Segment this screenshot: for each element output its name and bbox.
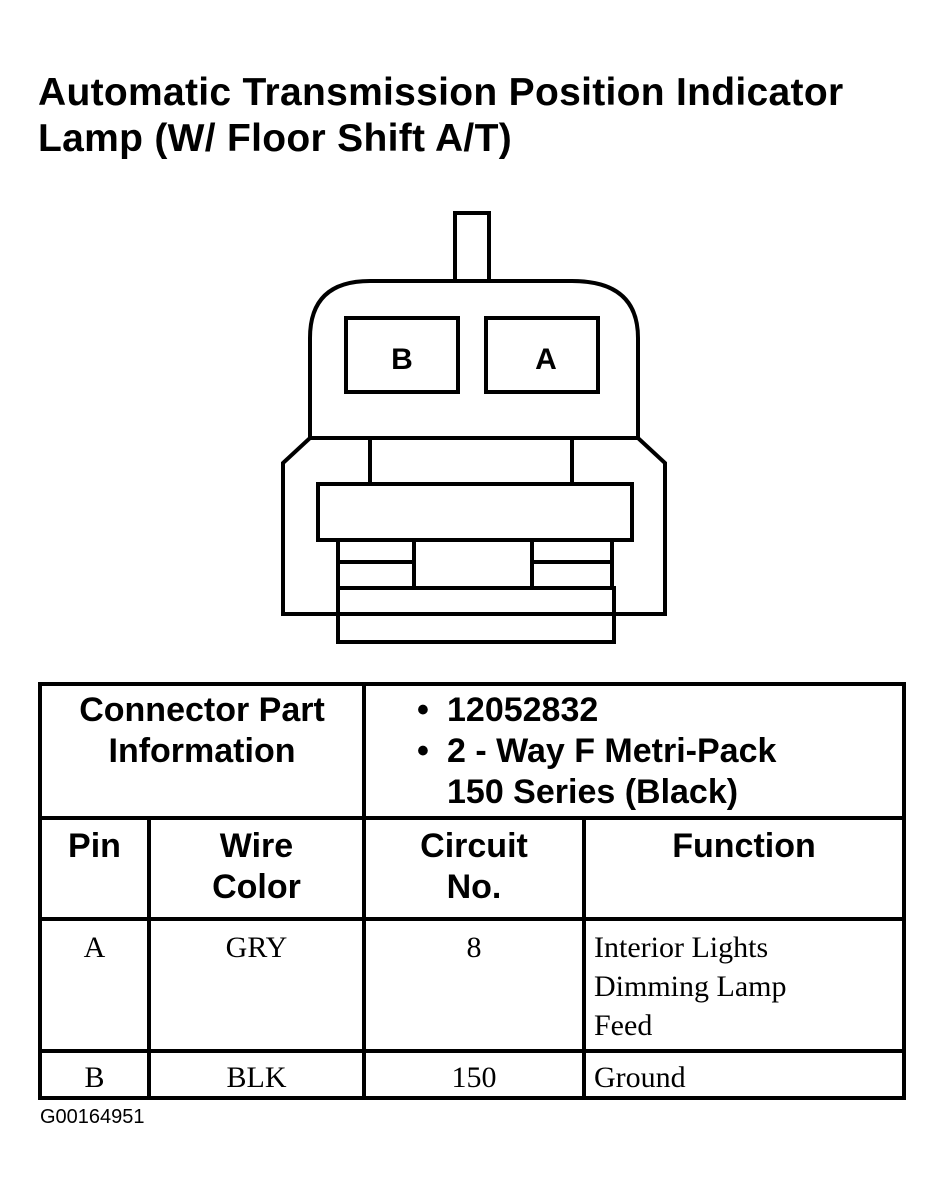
connector-lock-tab [453, 211, 491, 283]
connector-body [308, 279, 640, 438]
header-function: Function [672, 827, 816, 865]
title-line-2: Lamp (W/ Floor Shift A/T) [38, 117, 512, 160]
header-pin: Pin [68, 827, 121, 865]
connector-drawing: B A [281, 211, 667, 644]
row-a-circuit: 8 [466, 931, 482, 964]
row-a-function: Interior Lights Dimming Lamp Feed [594, 931, 787, 1042]
connector-series: 150 Series (Black) [447, 773, 739, 811]
cavity-label-a: A [535, 343, 557, 376]
cavity-b-box [344, 316, 460, 394]
diagram-title: Automatic Transmission Position Indicato… [38, 70, 918, 162]
header-wire-color: Wire Color [212, 827, 301, 906]
connector-table: Connector Part Information 12052832 2 - … [38, 682, 906, 1100]
part-number: 12052832 [417, 690, 897, 731]
title-line-1: Automatic Transmission Position Indicato… [38, 71, 844, 114]
row-b-wire-color: BLK [226, 1061, 287, 1094]
row-a-pin: A [83, 931, 106, 964]
cavity-a-box [484, 316, 600, 394]
cavity-label-b: B [391, 343, 413, 376]
row-a-wire-color: GRY [225, 931, 288, 964]
row-b-pin: B [84, 1061, 105, 1094]
connector-info-values: 12052832 2 - Way F Metri-Pack 150 Series… [417, 690, 897, 816]
header-circuit-no: Circuit No. [420, 827, 528, 906]
connector-info-label: Connector Part Information [79, 691, 325, 770]
connector-type: 2 - Way F Metri-Pack [417, 731, 897, 772]
connector-latch-bar [316, 482, 634, 542]
row-b-circuit: 150 [451, 1061, 497, 1094]
connector-base [336, 586, 616, 644]
row-b-function: Ground [594, 1061, 686, 1094]
figure-id: G00164951 [40, 1106, 145, 1128]
connector-housing [281, 436, 667, 616]
